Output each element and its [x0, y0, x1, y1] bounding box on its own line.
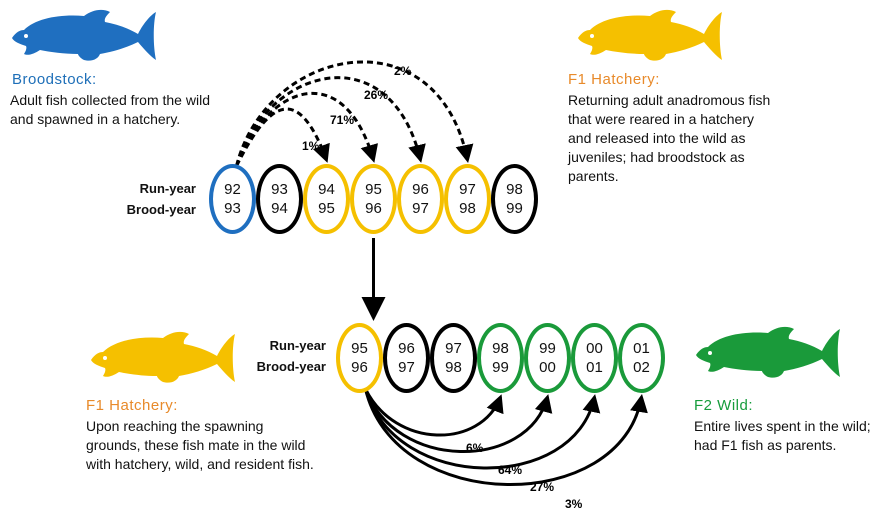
- dashed-arc-arrow: [235, 76, 426, 167]
- brood-year-value: 96: [351, 359, 368, 376]
- f1-hatchery-top-description: Returning adult anadromous fish that wer…: [568, 91, 770, 186]
- solid-curve-arrow: [364, 388, 504, 437]
- trout-eye: [24, 34, 28, 38]
- percentage-label: 6%: [466, 441, 484, 455]
- description-line: that were reared in a hatchery: [568, 111, 754, 127]
- description-line: Adult fish collected from the wild: [10, 92, 210, 108]
- dashed-arc-arrow: [235, 60, 474, 167]
- brood-year-value: 00: [539, 359, 556, 376]
- percentage-label: 3%: [565, 497, 583, 511]
- description-line: parents.: [568, 168, 619, 184]
- top-run-year-label: Run-year: [139, 181, 196, 196]
- description-line: juveniles; had broodstock as: [568, 149, 745, 165]
- description-line: had F1 fish as parents.: [694, 437, 837, 453]
- brood-year-value: 94: [271, 200, 288, 217]
- run-year-value: 96: [412, 181, 429, 198]
- brood-year-value: 97: [412, 200, 429, 217]
- dashed-arc-arrow: [235, 107, 330, 167]
- broodstock-description: Adult fish collected from the wild and s…: [10, 91, 210, 129]
- dashed-arc-arrow: [235, 91, 378, 167]
- f1-hatchery-top-title: F1 Hatchery:: [568, 71, 660, 88]
- trout-eye: [103, 356, 107, 360]
- brood-year-value: 95: [318, 200, 335, 217]
- run-year-value: 98: [492, 340, 509, 357]
- percentage-label: 2%: [394, 64, 412, 78]
- percentage-label: 27%: [530, 480, 554, 494]
- run-year-value: 01: [633, 340, 650, 357]
- broodstock-title: Broodstock:: [12, 71, 97, 88]
- bottom-brood-year-label: Brood-year: [256, 359, 326, 374]
- trout-body: [696, 326, 840, 378]
- f1-hatchery-bottom-description: Upon reaching the spawning grounds, thes…: [86, 417, 314, 474]
- trout-body: [12, 9, 156, 61]
- trout-body: [578, 9, 722, 61]
- brood-year-value: 93: [224, 200, 241, 217]
- run-year-value: 96: [398, 340, 415, 357]
- f1-hatchery-bottom-title: F1 Hatchery:: [86, 397, 178, 414]
- run-year-value: 95: [365, 181, 382, 198]
- f2-wild-title: F2 Wild:: [694, 397, 754, 414]
- trout-icon: [91, 331, 235, 383]
- solid-curve-arrow: [364, 388, 601, 470]
- trout-eye: [708, 351, 712, 355]
- description-line: and released into the wild as: [568, 130, 746, 146]
- run-year-value: 00: [586, 340, 603, 357]
- run-year-value: 93: [271, 181, 288, 198]
- run-year-value: 99: [539, 340, 556, 357]
- solid-curve-arrow: [364, 388, 648, 486]
- trout-icon: [696, 326, 840, 378]
- brood-year-value: 02: [633, 359, 650, 376]
- solid-curve-arrow: [364, 388, 553, 453]
- brood-year-value: 99: [492, 359, 509, 376]
- run-year-value: 98: [506, 181, 523, 198]
- percentage-label: 1%: [302, 139, 320, 153]
- run-year-value: 97: [459, 181, 476, 198]
- description-line: Entire lives spent in the wild;: [694, 418, 871, 434]
- brood-year-value: 98: [459, 200, 476, 217]
- trout-icon: [578, 9, 722, 61]
- f2-wild-description: Entire lives spent in the wild; had F1 f…: [694, 417, 871, 455]
- run-year-value: 92: [224, 181, 241, 198]
- description-line: Upon reaching the spawning: [86, 418, 264, 434]
- trout-body: [91, 331, 235, 383]
- brood-year-value: 99: [506, 200, 523, 217]
- description-line: with hatchery, wild, and resident fish.: [86, 456, 314, 472]
- bottom-run-year-label: Run-year: [269, 338, 326, 353]
- run-year-value: 97: [445, 340, 462, 357]
- percentage-label: 26%: [364, 88, 388, 102]
- brood-year-value: 96: [365, 200, 382, 217]
- description-line: grounds, these fish mate in the wild: [86, 437, 306, 453]
- trout-eye: [590, 34, 594, 38]
- description-line: Returning adult anadromous fish: [568, 92, 771, 108]
- top-brood-year-label: Brood-year: [126, 202, 196, 217]
- brood-year-value: 97: [398, 359, 415, 376]
- brood-year-value: 01: [586, 359, 603, 376]
- description-line: and spawned in a hatchery.: [10, 111, 181, 127]
- percentage-label: 64%: [498, 463, 522, 477]
- trout-icon: [12, 9, 156, 61]
- percentage-label: 71%: [330, 113, 354, 127]
- run-year-value: 94: [318, 181, 335, 198]
- brood-year-value: 98: [445, 359, 462, 376]
- run-year-value: 95: [351, 340, 368, 357]
